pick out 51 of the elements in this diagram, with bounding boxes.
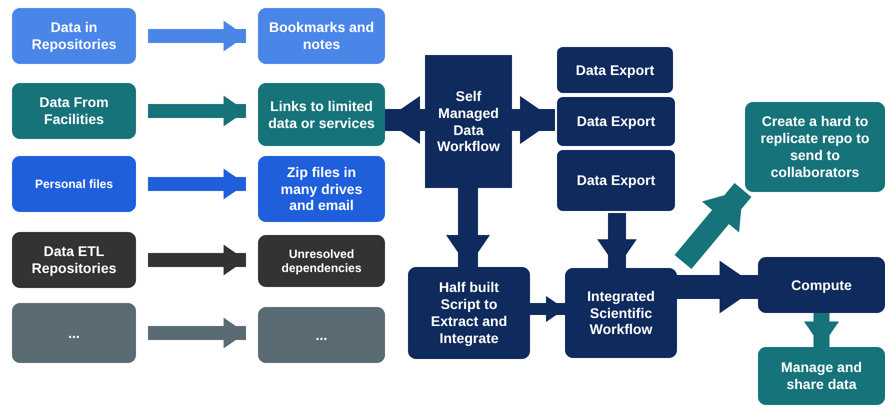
process-box: [745, 102, 885, 192]
process-box: [555, 45, 675, 95]
process-box: [258, 307, 385, 363]
process-box: [12, 8, 136, 64]
process-box: [258, 83, 385, 146]
box-label: ...: [316, 326, 328, 344]
box-label: Unresolved dependencies: [280, 246, 363, 276]
block-arrow: [530, 296, 565, 322]
box-label: Data Export: [576, 172, 656, 189]
box-label: Create a hard to replicate repo to send to collaborators: [760, 113, 870, 181]
block-arrow: [674, 182, 752, 270]
process-box: [258, 156, 385, 222]
box-label: Half built Script to Extract and Integrate: [430, 279, 508, 347]
box-label: Integrated Scientific Workflow: [586, 288, 656, 338]
box-label: ...: [68, 324, 80, 342]
block-arrow: [677, 260, 758, 314]
block-arrow: [148, 96, 246, 126]
process-box: [565, 268, 677, 358]
process-box: [555, 148, 677, 213]
process-box: [758, 347, 885, 405]
box-label: Data Export: [576, 113, 656, 130]
process-box: [408, 267, 530, 359]
box-label: Personal files: [34, 176, 114, 192]
block-arrow: [148, 244, 246, 276]
process-box: [12, 156, 136, 212]
block-arrow: [148, 318, 246, 348]
block-arrow: [446, 188, 490, 267]
box-label: Self Managed Data Workflow: [436, 88, 501, 156]
box-label: Manage and share data: [780, 359, 863, 393]
process-box: [258, 8, 385, 64]
box-label: Data in Repositories: [30, 19, 118, 53]
process-box: [258, 235, 385, 287]
block-arrow: [804, 313, 840, 347]
box-label: Links to limited data or services: [268, 98, 375, 132]
process-box: [12, 232, 136, 288]
process-box: [758, 257, 885, 313]
block-arrow: [148, 168, 246, 200]
box-label: Bookmarks and notes: [268, 19, 375, 53]
box-label: Zip files in many drives and email: [280, 164, 364, 214]
box-label: Compute: [791, 276, 852, 294]
process-box: [425, 55, 512, 188]
process-box: [555, 95, 677, 148]
box-label: Data ETL Repositories: [30, 243, 118, 277]
process-box: [12, 83, 136, 139]
box-label: Data Export: [576, 62, 654, 78]
block-arrow: [597, 213, 637, 268]
process-box: [12, 303, 136, 363]
block-arrow: [512, 96, 555, 144]
box-label: Data From Facilities: [38, 94, 110, 128]
block-arrow: [148, 20, 246, 52]
block-arrow: [385, 96, 425, 144]
